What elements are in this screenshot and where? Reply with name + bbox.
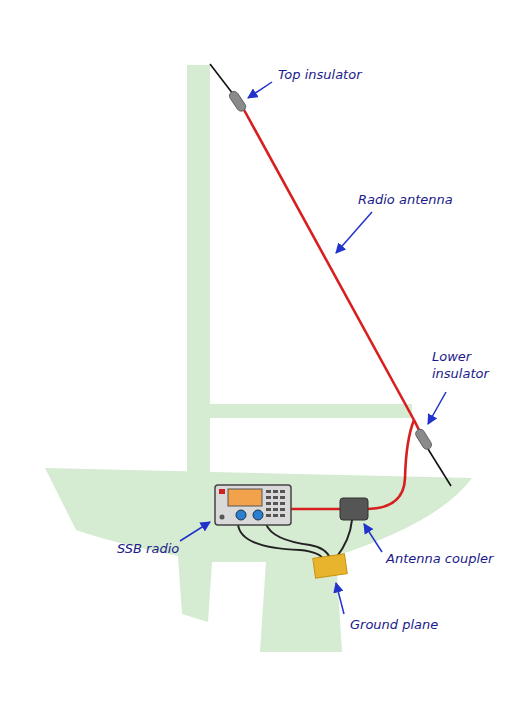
backstay-wire [428,449,451,486]
part-label: SSB radio [117,540,179,557]
leader-arrow [364,524,382,552]
leader-arrow [336,212,372,253]
part-label: Antenna coupler [386,550,493,567]
insulator [414,428,433,451]
part-label: Top insulator [278,66,362,83]
boom [200,404,412,418]
ground-wire [336,520,352,558]
part-label: Ground plane [350,616,438,633]
ssb-radio [215,485,291,525]
leader-arrow [428,392,446,424]
coax-cable [290,508,340,511]
leader-arrow [180,522,210,541]
insulator [228,90,248,113]
ground-wire [238,524,324,560]
feed-line [368,420,414,509]
antenna-coupler [340,498,368,520]
backstay-wire [210,64,233,94]
leader-arrow [248,82,272,98]
antenna-wire [243,108,414,420]
ground-wire [266,524,330,558]
part-label: Radio antenna [358,191,453,208]
ground-plane [313,554,347,578]
part-label: Lower insulator [432,348,506,382]
leader-arrow [336,583,344,614]
